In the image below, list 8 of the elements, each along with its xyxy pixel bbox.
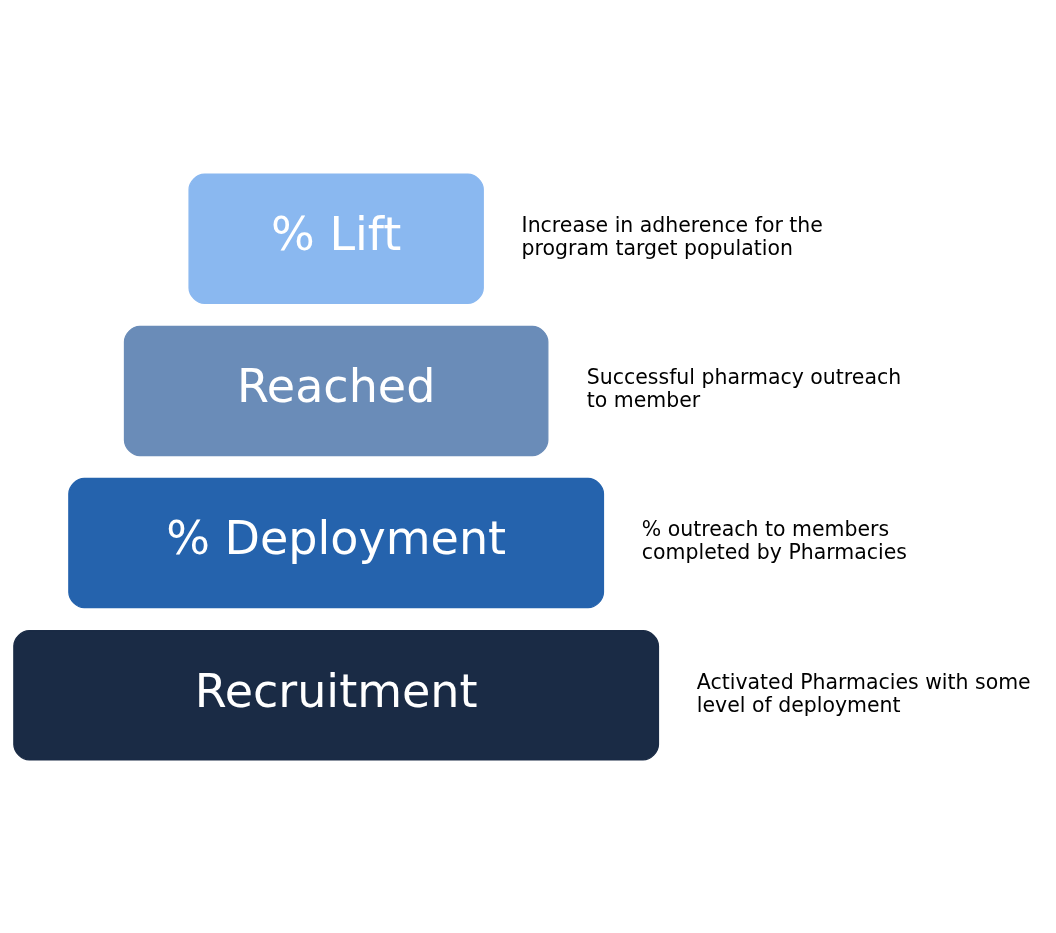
- node-box: % Lift: [188, 173, 484, 304]
- node-box: Recruitment: [13, 629, 660, 760]
- node-label: % outreach to members completed by Pharmacies: [641, 516, 907, 564]
- node-label: Activated Pharmacies with some level of deployment: [696, 669, 1031, 717]
- node-box: Reached: [123, 325, 549, 456]
- node-label: Successful pharmacy outreach to member: [586, 364, 902, 412]
- node-box: % Deployment: [68, 477, 605, 608]
- node-label: Increase in adherence for the program target population: [521, 212, 823, 260]
